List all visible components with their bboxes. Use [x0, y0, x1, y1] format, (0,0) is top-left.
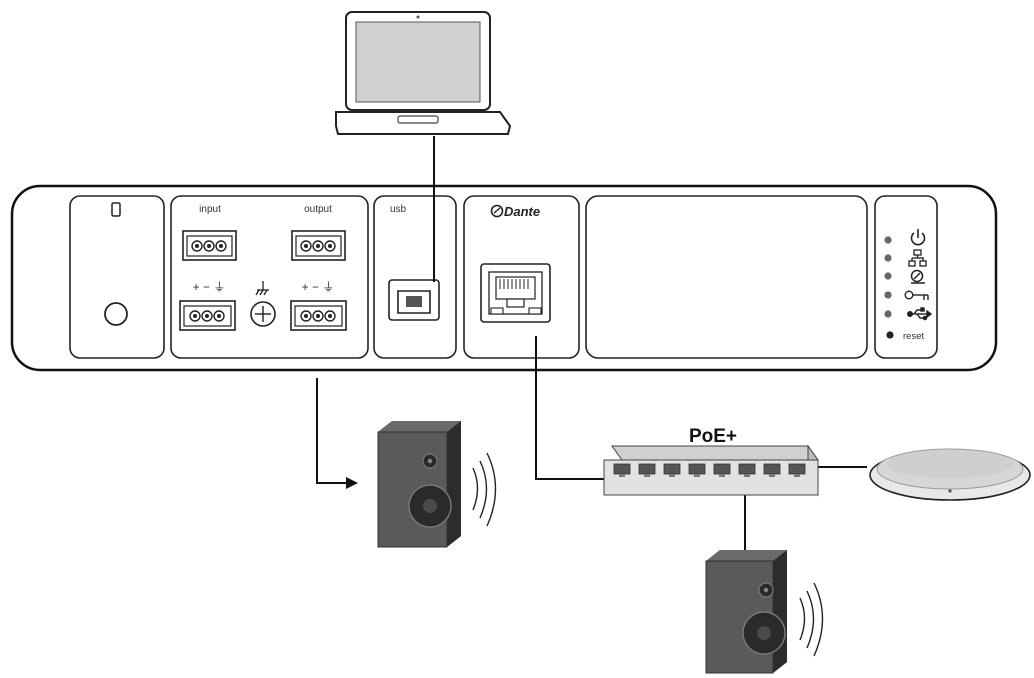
- ground-screw-icon: [250, 301, 276, 327]
- panel-dante: Dante: [463, 195, 580, 359]
- input-polarity-label: + − ⏚: [193, 280, 226, 294]
- status-led-icon: [111, 202, 121, 217]
- switch-port[interactable]: [663, 463, 681, 475]
- panel-control: [69, 195, 165, 359]
- output-polarity-label: + − ⏚: [302, 280, 335, 294]
- switch-ports: [613, 463, 806, 475]
- usb-label: usb: [390, 204, 407, 215]
- input-connector-2[interactable]: [179, 300, 236, 331]
- sound-waves-icon: [472, 452, 497, 527]
- panel-audio-io: input output: [170, 195, 369, 359]
- switch-port[interactable]: [713, 463, 731, 475]
- panel-usb: usb: [373, 195, 457, 359]
- status-leds: [884, 236, 892, 318]
- dante-icon: [910, 269, 925, 284]
- laptop: [335, 11, 512, 135]
- usb-b-port[interactable]: [388, 279, 440, 321]
- switch-port[interactable]: [763, 463, 781, 475]
- table-array-microphone: [869, 448, 1031, 501]
- reset-button[interactable]: [886, 331, 894, 339]
- mute-button[interactable]: [104, 302, 128, 326]
- dante-logo-text: Dante: [504, 204, 540, 219]
- usb-icon: [907, 307, 933, 321]
- laptop-trackpad: [397, 115, 439, 124]
- panel-status: reset: [874, 195, 938, 359]
- output-label: output: [304, 204, 332, 215]
- chassis-ground-icon: [255, 281, 269, 296]
- switch-port[interactable]: [738, 463, 756, 475]
- input-connector-1[interactable]: [182, 230, 237, 261]
- loudspeaker-analog: [377, 421, 497, 548]
- poe-switch: PoE+: [603, 426, 819, 497]
- encryption-key-icon: [904, 290, 929, 300]
- rj45-ethernet-port[interactable]: [480, 263, 551, 323]
- network-icon: [908, 249, 927, 267]
- output-connector-2[interactable]: [290, 300, 347, 331]
- loudspeaker-network: [705, 550, 824, 674]
- switch-port[interactable]: [613, 463, 631, 475]
- input-label: input: [199, 204, 221, 215]
- output-connector-1[interactable]: [291, 230, 346, 261]
- ethernet-cable-device-to-switch: [535, 336, 608, 480]
- laptop-screen: [355, 21, 481, 103]
- power-icon: [910, 229, 926, 246]
- panel-blank: [585, 195, 868, 359]
- device-chassis: input output: [10, 184, 998, 372]
- sound-waves-icon: [799, 582, 824, 657]
- switch-port[interactable]: [638, 463, 656, 475]
- switch-port[interactable]: [788, 463, 806, 475]
- arrow-head-icon: [346, 477, 358, 489]
- poe-switch-label: PoE+: [689, 426, 737, 447]
- dante-logo: Dante: [490, 204, 540, 219]
- switch-port[interactable]: [688, 463, 706, 475]
- speaker-cable-analog: [316, 378, 346, 484]
- laptop-camera: [416, 15, 420, 19]
- reset-label: reset: [903, 331, 924, 342]
